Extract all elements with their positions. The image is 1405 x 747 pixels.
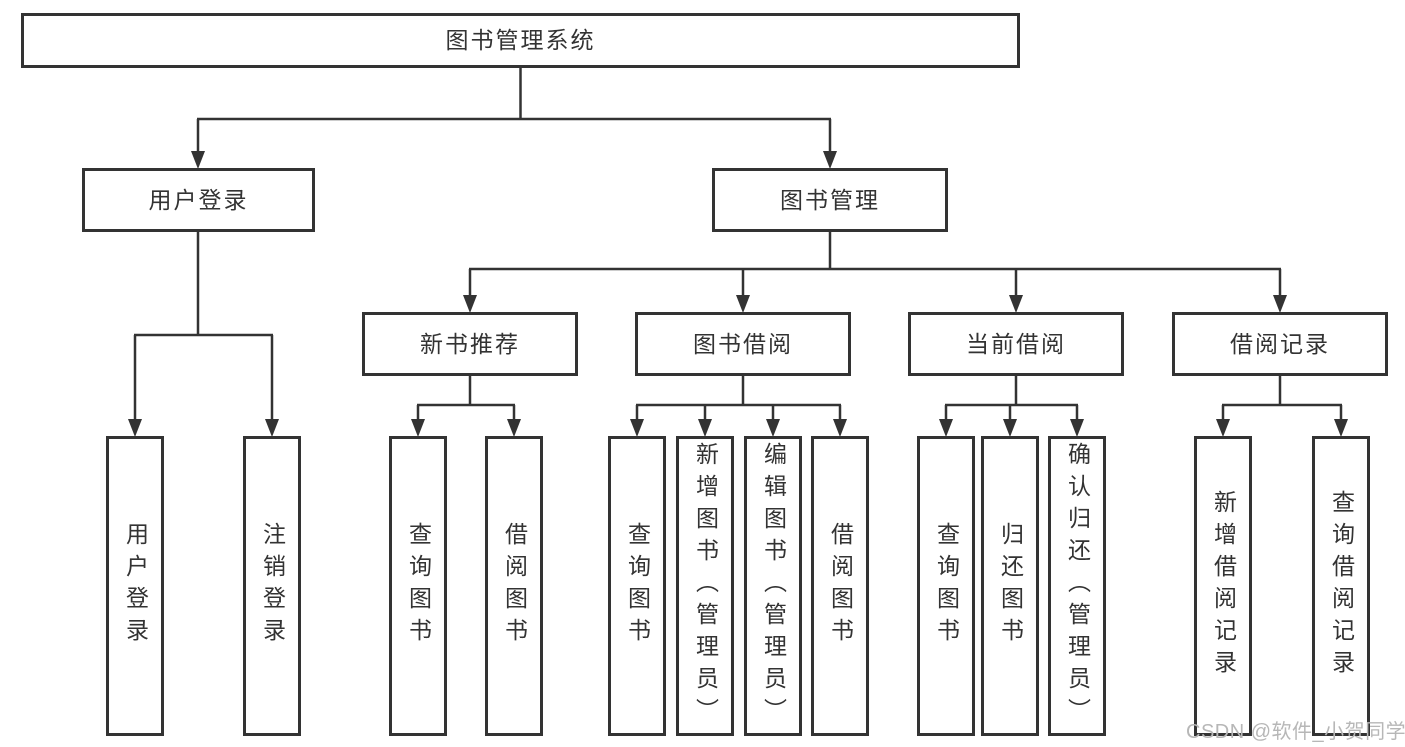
connector-group bbox=[133, 68, 1343, 419]
node-label: 用户登录 bbox=[148, 186, 249, 213]
leaf-cb-return-books: 归还图书 bbox=[981, 436, 1039, 736]
node-label: 查询借阅记录 bbox=[1328, 490, 1355, 682]
leaf-br-query-record: 查询借阅记录 bbox=[1312, 436, 1370, 736]
node-label: 注销登录 bbox=[259, 522, 286, 650]
leaf-cb-confirm-return-admin: 确认归还（管理员） bbox=[1048, 436, 1106, 736]
node-label: 查询图书 bbox=[624, 522, 651, 650]
node-label: 借阅图书 bbox=[827, 522, 854, 650]
csdn-watermark: CSDN @软件_小贺同学 bbox=[1186, 721, 1405, 743]
node-label: 图书管理 bbox=[780, 186, 880, 213]
leaf-cb-query-books: 查询图书 bbox=[917, 436, 975, 736]
node-book-management: 图书管理 bbox=[712, 168, 948, 232]
node-label: 查询图书 bbox=[405, 522, 432, 650]
node-label: 当前借阅 bbox=[966, 330, 1066, 357]
node-user-login: 用户登录 bbox=[82, 168, 315, 232]
leaf-user-login: 用户登录 bbox=[106, 436, 164, 736]
node-current-borrowing: 当前借阅 bbox=[908, 312, 1124, 376]
node-label: 查询图书 bbox=[933, 522, 960, 650]
leaf-nbr-query-books: 查询图书 bbox=[389, 436, 447, 736]
leaf-logout: 注销登录 bbox=[243, 436, 301, 736]
node-label: 图书借阅 bbox=[693, 330, 793, 357]
node-label: 确认归还（管理员） bbox=[1064, 442, 1091, 730]
leaf-bb-edit-books-admin: 编辑图书（管理员） bbox=[744, 436, 802, 736]
node-label: 借阅图书 bbox=[501, 522, 528, 650]
node-label: 新增借阅记录 bbox=[1210, 490, 1237, 682]
leaf-br-add-record: 新增借阅记录 bbox=[1194, 436, 1252, 736]
leaf-bb-query-books: 查询图书 bbox=[608, 436, 666, 736]
node-label: 用户登录 bbox=[122, 522, 149, 650]
node-label: 新增图书（管理员） bbox=[692, 442, 719, 730]
leaf-bb-add-books-admin: 新增图书（管理员） bbox=[676, 436, 734, 736]
leaf-nbr-borrow-books: 借阅图书 bbox=[485, 436, 543, 736]
node-label: 新书推荐 bbox=[420, 330, 520, 357]
leaf-bb-borrow-books: 借阅图书 bbox=[811, 436, 869, 736]
node-label: 归还图书 bbox=[997, 522, 1024, 650]
node-label: 图书管理系统 bbox=[445, 27, 596, 53]
node-borrowing-records: 借阅记录 bbox=[1172, 312, 1388, 376]
node-new-book-recommend: 新书推荐 bbox=[362, 312, 578, 376]
arrow-down-icons bbox=[128, 151, 1348, 437]
node-book-borrowing: 图书借阅 bbox=[635, 312, 851, 376]
node-label: 借阅记录 bbox=[1230, 330, 1330, 357]
node-library-management-system: 图书管理系统 bbox=[21, 13, 1020, 68]
node-label: 编辑图书（管理员） bbox=[760, 442, 787, 730]
